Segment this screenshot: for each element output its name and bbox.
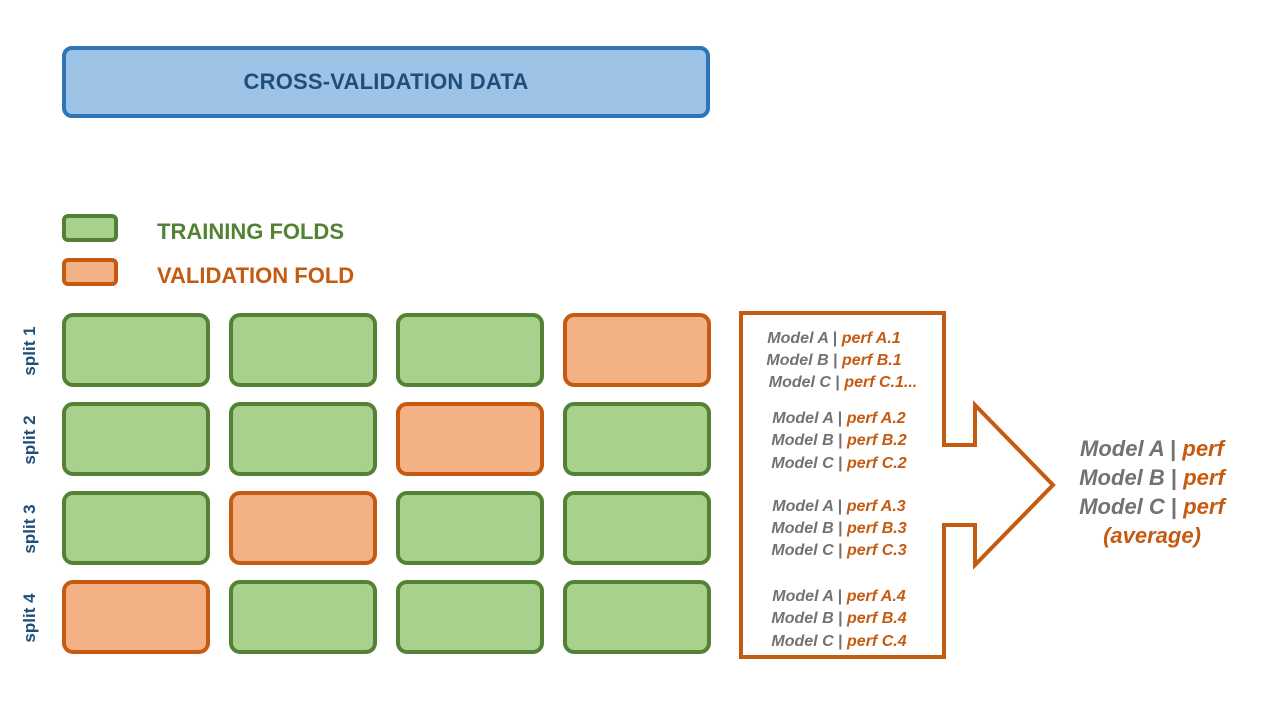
result-perf: perf C.3 [847,542,907,559]
result-perf: perf A.4 [846,588,906,605]
final-average-note: (average) [1103,523,1201,548]
fold-split1-2 [229,313,377,387]
result-separator: | [837,498,843,515]
final-result-c: Model C | perf [1052,494,1252,520]
result-model: Model B [771,520,834,537]
final-model: Model B [1079,465,1165,490]
final-perf: perf [1182,436,1224,461]
final-model: Model A [1080,436,1164,461]
fold-split4-3 [396,580,544,654]
final-result-a: Model A | perf [1052,436,1252,462]
final-separator: | [1170,465,1178,490]
result-model: Model A [772,498,834,515]
result-perf: perf A.1 [841,330,901,347]
final-perf: perf [1183,494,1225,519]
fold-split4-4 [563,580,711,654]
fold-split1-1 [62,313,210,387]
result-split3-c: Model C | perf C.3 [744,542,934,560]
fold-split2-4 [563,402,711,476]
result-separator: | [833,352,838,369]
legend-training-label: TRAINING FOLDS [157,219,344,244]
split-label-text: split 2 [20,415,39,465]
fold-split3-4 [563,491,711,565]
result-perf: perf B.2 [847,432,907,449]
result-split1-b: Model B | perf B.1 [739,352,929,370]
fold-split2-3 [396,402,544,476]
result-perf: perf C.4 [847,633,907,650]
result-perf: perf A.3 [846,498,906,515]
fold-split2-2 [229,402,377,476]
result-perf: perf B.1 [842,352,902,369]
result-model: Model C [768,374,831,391]
result-separator: | [838,633,843,650]
final-separator: | [1170,436,1177,461]
split-label-text: split 1 [20,326,39,376]
fold-split4-1 [62,580,210,654]
result-split4-c: Model C | perf C.4 [744,633,934,651]
legend-validation-swatch [62,258,118,286]
fold-split3-2 [229,491,377,565]
result-separator: | [835,374,840,391]
result-separator: | [838,610,843,627]
result-model: Model A [772,588,834,605]
final-perf: perf [1183,465,1225,490]
result-separator: | [837,410,843,427]
result-perf: perf A.2 [846,410,906,427]
result-perf: perf B.4 [847,610,907,627]
legend-training-swatch [62,214,118,242]
result-separator: | [838,542,843,559]
result-split2-a: Model A | perf A.2 [744,410,934,428]
fold-split4-2 [229,580,377,654]
result-model: Model C [771,633,834,650]
result-model: Model A [767,330,829,347]
final-model: Model C [1079,494,1165,519]
result-separator: | [838,520,843,537]
legend-validation-label: VALIDATION FOLD [157,263,355,288]
result-separator: | [832,330,838,347]
fold-split3-3 [396,491,544,565]
result-separator: | [838,432,843,449]
final-separator: | [1170,494,1178,519]
result-split2-c: Model C | perf C.2 [744,455,934,473]
split-label-text: split 3 [20,504,39,554]
result-split4-b: Model B | perf B.4 [744,610,934,628]
cross-validation-data-box: CROSS-VALIDATION DATA [62,46,710,118]
result-model: Model A [772,410,834,427]
result-separator: | [837,588,843,605]
result-perf: perf C.1... [844,374,918,391]
result-split2-b: Model B | perf B.2 [744,432,934,450]
fold-split2-1 [62,402,210,476]
result-model: Model B [771,432,834,449]
result-split1-c: Model C | perf C.1... [748,374,938,392]
result-perf: perf B.3 [847,520,907,537]
result-perf: perf C.2 [847,455,907,472]
header-title: CROSS-VALIDATION DATA [243,69,529,94]
result-model: Model C [771,455,834,472]
result-split1-a: Model A | perf A.1 [739,330,929,348]
result-split3-b: Model B | perf B.3 [744,520,934,538]
result-split4-a: Model A | perf A.4 [744,588,934,606]
result-separator: | [838,455,843,472]
result-split3-a: Model A | perf A.3 [744,498,934,516]
fold-split1-3 [396,313,544,387]
result-model: Model B [766,352,829,369]
split-label-text: split 4 [20,593,39,643]
fold-split3-1 [62,491,210,565]
final-result-b: Model B | perf [1052,465,1252,491]
result-model: Model B [771,610,834,627]
fold-split1-4 [563,313,711,387]
result-model: Model C [771,542,834,559]
